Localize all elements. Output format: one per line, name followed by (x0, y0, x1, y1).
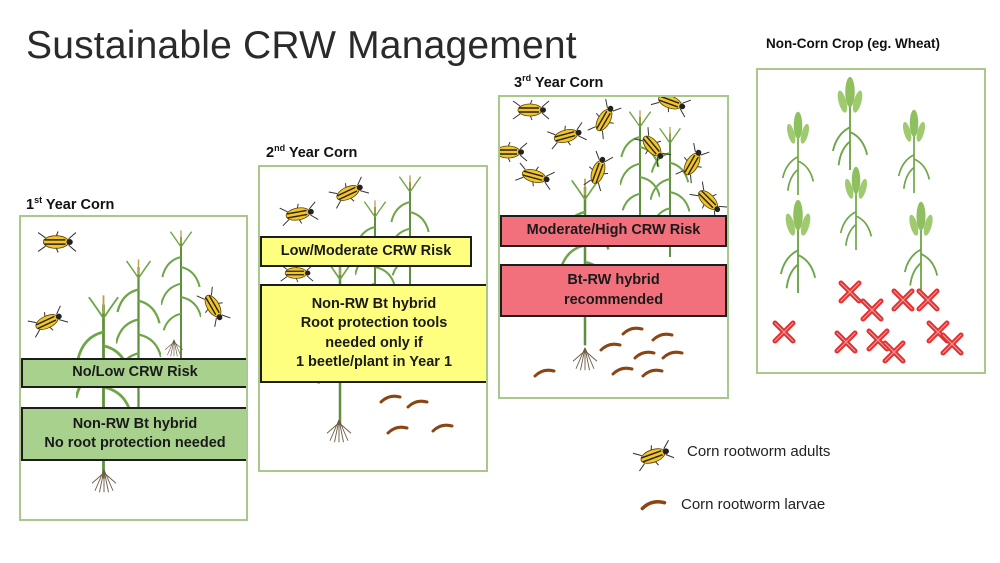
x-mark-icon (869, 331, 887, 349)
wheat-plant-icon (779, 198, 817, 293)
year3-rec-line1: Bt-RW hybrid (567, 272, 660, 289)
beetle-icon (512, 99, 550, 121)
year1-risk-box: No/Low CRW Risk (21, 358, 246, 388)
year2-recommendation-box: Non-RW Bt hybrid Root protection tools n… (260, 284, 486, 383)
year2-panel: Low/Moderate CRW Risk Non-RW Bt hybrid R… (258, 165, 488, 472)
corn-plant-icon (560, 177, 610, 347)
wheat-plant-icon (831, 75, 869, 170)
noncorn-panel (756, 68, 986, 374)
year3-risk-box: Moderate/High CRW Risk (500, 215, 727, 247)
beetle-icon (500, 141, 528, 163)
beetle-icon (586, 97, 623, 141)
year3-panel: Moderate/High CRW Risk Bt-RW hybrid reco… (498, 95, 729, 399)
x-mark-icon (863, 301, 881, 319)
beetle-icon (195, 285, 232, 329)
larva-icon (611, 366, 634, 376)
wheat-plant-icon (903, 200, 939, 290)
beetle-icon (582, 149, 615, 193)
year2-rec-line4: 1 beetle/plant in Year 1 (295, 353, 453, 370)
larva-icon (633, 350, 656, 360)
legend-adults-label: Corn rootworm adults (687, 443, 831, 460)
x-mark-icon (775, 323, 793, 341)
noncorn-illustration (758, 75, 984, 372)
year2-rec-line3: needed only if (325, 334, 423, 351)
larva-icon (621, 326, 644, 336)
year1-rec-line2: No root protection needed (44, 435, 226, 451)
year2-risk-box: Low/Moderate CRW Risk (260, 236, 472, 267)
wheat-plant-icon (781, 110, 815, 195)
larva-icon (431, 423, 454, 433)
roots-icon (91, 469, 117, 493)
x-mark-icon (894, 291, 912, 309)
year3-illustration (500, 97, 727, 378)
larva-icon (599, 342, 622, 352)
year2-rec-line1: Non-RW Bt hybrid (311, 296, 437, 313)
larva-icon (533, 368, 556, 378)
beetle-icon (674, 141, 711, 185)
larva-icon (379, 394, 402, 404)
x-mark-icon (943, 335, 961, 353)
larva-icon (406, 399, 429, 409)
wheat-plant-icon (839, 165, 873, 250)
legend-beetle-icon (632, 438, 674, 473)
beetle-icon (546, 120, 588, 151)
year3-rec-line2: recommended (563, 291, 664, 308)
year3-recommendation-box: Bt-RW hybrid recommended (500, 264, 727, 317)
noncorn-label: Non-Corn Crop (eg. Wheat) (766, 36, 940, 51)
roots-icon (572, 347, 598, 371)
beetle-icon (278, 200, 320, 228)
beetle-icon (26, 304, 70, 340)
year1-label: 1st Year Corn (26, 195, 115, 213)
year1-recommendation-box: Non-RW Bt hybrid No root protection need… (21, 407, 246, 461)
page-title: Sustainable CRW Management (26, 24, 577, 67)
beetle-icon (327, 175, 371, 211)
year1-panel: No/Low CRW Risk Non-RW Bt hybrid No root… (19, 215, 248, 521)
larva-icon (386, 425, 409, 435)
x-mark-icon (919, 291, 937, 309)
larva-icon (641, 368, 664, 378)
beetle-icon (649, 97, 693, 119)
corn-plant-icon (161, 229, 201, 365)
year3-label: 3rd Year Corn (514, 73, 604, 91)
roots-icon (326, 419, 352, 443)
x-mark-icon (841, 283, 859, 301)
beetle-icon (37, 231, 77, 253)
wheat-plant-icon (897, 108, 931, 193)
year2-label: 2nd Year Corn (266, 143, 358, 161)
x-mark-icon (837, 333, 855, 351)
larva-icon (661, 350, 684, 360)
legend-larvae-label: Corn rootworm larvae (681, 496, 826, 513)
beetle-icon (514, 161, 556, 192)
legend-larva-icon (640, 499, 667, 511)
larva-icon (651, 332, 674, 342)
year2-rec-line2: Root protection tools (300, 315, 448, 332)
year1-rec-line1: Non-RW Bt hybrid (72, 415, 198, 432)
x-mark-icon (885, 343, 903, 361)
